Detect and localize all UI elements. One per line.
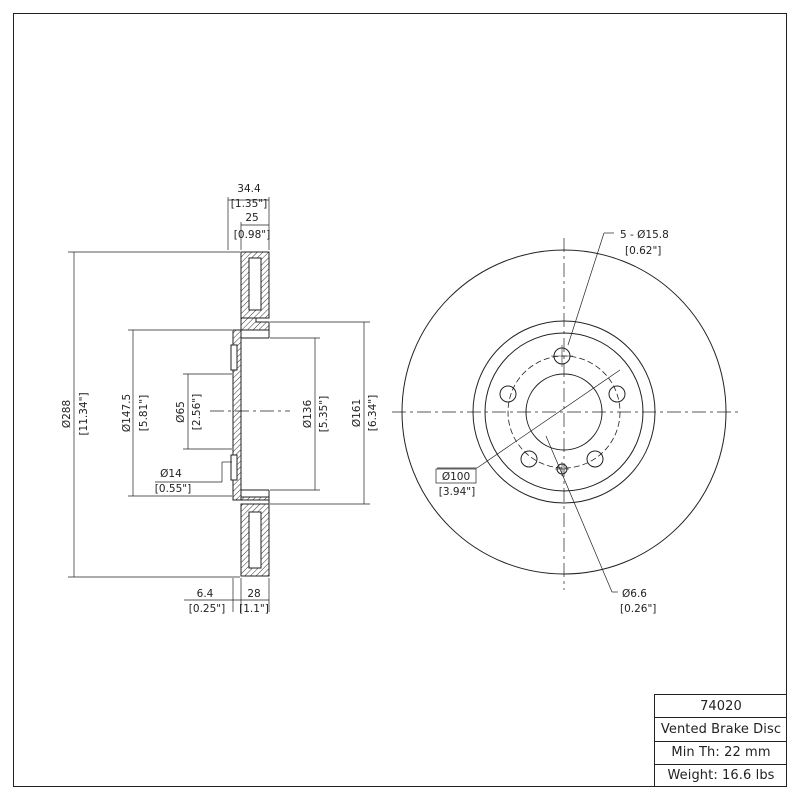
small-hole-inch-label: [0.26"] xyxy=(620,603,656,615)
bolt-holes-label: 5 - Ø15.8 xyxy=(620,229,669,241)
outer-diameter-inch-label: [11.34"] xyxy=(78,392,90,435)
bolt-hole xyxy=(520,450,538,468)
bolt-hole xyxy=(586,450,604,468)
weight: Weight: 16.6 lbs xyxy=(667,768,775,784)
stud-hole-inch-label: [0.55"] xyxy=(155,483,191,495)
bolt-hole xyxy=(499,385,517,403)
front-view xyxy=(392,232,740,593)
part-description: Vented Brake Disc xyxy=(655,718,787,742)
hat-thickness-label: 6.4 xyxy=(197,588,214,600)
lower-disc-section xyxy=(240,503,270,577)
title-block: 74020 Vented Brake Disc Min Th: 22 mm We… xyxy=(654,694,787,787)
min-thickness: Min Th: 22 mm xyxy=(655,742,787,765)
bolt-hole xyxy=(608,385,626,403)
center-bore-inch-label: [2.56"] xyxy=(191,394,203,430)
hat-depth-label: 28 xyxy=(247,588,260,600)
side-section-view xyxy=(68,197,370,612)
drawing-frame xyxy=(13,13,787,787)
diameter-136-label: Ø136 xyxy=(302,400,314,429)
overall-width-inch-label: [1.35"] xyxy=(231,198,267,210)
bolt-holes-inch-label: [0.62"] xyxy=(625,245,661,257)
dimension-lines xyxy=(68,197,370,612)
front-view-labels: 5 - Ø15.8 [0.62"] Ø100 [3.94"] Ø6.6 [0.2… xyxy=(435,229,669,615)
hat-thickness-inch-label: [0.25"] xyxy=(189,603,225,615)
stud-hole-label: Ø14 xyxy=(160,468,182,480)
diameter-1475-label: Ø147.5 xyxy=(121,394,133,432)
hat-depth-inch-label: [1.1"] xyxy=(239,603,269,615)
diameter-1475-inch-label: [5.81"] xyxy=(138,395,150,431)
diameter-136-inch-label: [5.35"] xyxy=(318,396,330,432)
hat-section xyxy=(230,317,270,504)
upper-disc-section xyxy=(240,251,270,319)
part-number: 74020 xyxy=(655,695,787,719)
diameter-161-inch-label: [6.34"] xyxy=(367,395,379,431)
bolt-circle-inch-label: [3.94"] xyxy=(439,486,475,498)
overall-width-label: 34.4 xyxy=(237,183,261,195)
disc-thickness-label: 25 xyxy=(245,212,258,224)
bolt-circle-label-box xyxy=(435,468,477,484)
side-view-labels: 34.4 [1.35"] 25 [0.98"] Ø288 [11.34"] Ø1… xyxy=(61,183,379,615)
small-hole-label: Ø6.6 xyxy=(622,588,647,600)
diameter-161-label: Ø161 xyxy=(351,399,363,427)
bolt-circle-label: Ø100 xyxy=(442,471,470,483)
center-bore-label: Ø65 xyxy=(175,401,187,423)
outer-diameter-label: Ø288 xyxy=(61,400,73,428)
disc-thickness-inch-label: [0.98"] xyxy=(234,229,270,241)
